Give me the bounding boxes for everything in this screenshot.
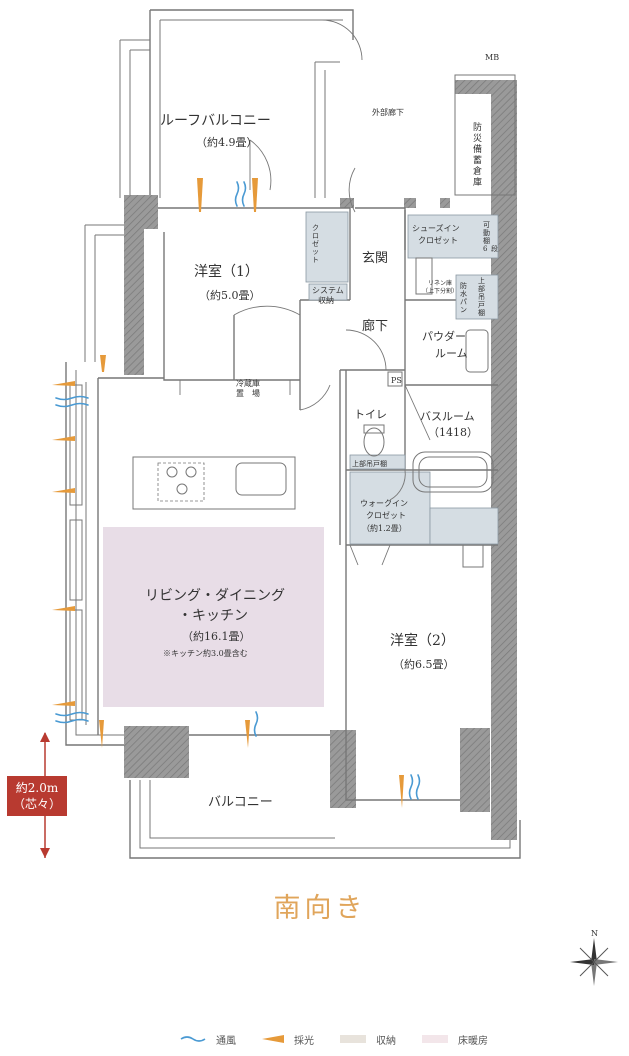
svg-text:ク: ク <box>312 224 319 232</box>
svg-text:備: 備 <box>473 143 482 155</box>
compass-label: N <box>591 929 598 938</box>
room-labels: ルーフバルコニー （約4.9畳） 外部廊下 MB 防 災 備 蓄 倉 庫 ク ロ… <box>145 53 499 810</box>
svg-text:災: 災 <box>473 133 482 144</box>
disaster-storage-label: 防 災 備 蓄 倉 庫 <box>473 121 482 188</box>
bathroom-label-1: バスルーム <box>420 410 475 423</box>
daylight-markers <box>52 178 404 808</box>
dimension-badge: 約2.0m （芯々） <box>7 776 67 816</box>
svg-text:ッ: ッ <box>312 248 319 256</box>
dimension-value: 約2.0m <box>15 781 59 795</box>
floor-heating-area <box>103 527 324 707</box>
storage-swatch <box>340 1035 366 1043</box>
svg-text:ゼ: ゼ <box>312 239 319 248</box>
ldk-size: （約16.1畳） <box>182 629 251 643</box>
svg-text:棚: 棚 <box>478 308 485 317</box>
wic-label-3: （約1.2畳） <box>362 523 407 533</box>
wic-label-2: クロゼット <box>366 510 406 520</box>
svg-text:倉: 倉 <box>473 165 482 177</box>
entrance-label: 玄関 <box>362 251 388 266</box>
svg-text:パ: パ <box>460 298 467 306</box>
svg-text:防: 防 <box>473 121 482 133</box>
fridge-space-label-2: 置 場 <box>236 388 260 398</box>
svg-text:蓄: 蓄 <box>473 154 482 166</box>
legend-daylight: 採光 <box>262 1032 314 1047</box>
hallway-label: 廊下 <box>362 318 388 334</box>
svg-text:防: 防 <box>460 281 467 290</box>
roof-balcony-size: （約4.9畳） <box>196 135 258 149</box>
system-storage-label-1: システム <box>312 286 344 295</box>
roof-balcony-outline <box>119 9 363 198</box>
powder-room-label-1: パウダー <box>422 329 466 343</box>
doors <box>179 139 431 566</box>
svg-text:可: 可 <box>483 221 490 229</box>
linen-label-2: （上下分割） <box>422 287 458 295</box>
storage-areas <box>305 211 499 545</box>
ldk-label-2: ・キッチン <box>178 608 248 624</box>
closet-label: ク ロ ゼ ッ ト <box>312 224 319 264</box>
powder-room-label-2: ルーム <box>435 347 468 360</box>
western-room-1-label: 洋室（1） <box>194 263 259 280</box>
shoes-in-closet-label-1: シューズイン <box>412 223 460 233</box>
legend: 通風 採光 収納 床暖房 <box>180 1028 514 1050</box>
ps-label: PS <box>391 376 402 385</box>
floor-heating-swatch <box>422 1035 448 1043</box>
ldk-label-1: リビング・ダイニング <box>145 588 285 604</box>
svg-text:上: 上 <box>478 276 485 285</box>
svg-text:棚: 棚 <box>483 236 490 245</box>
shoes-in-closet-label-2: クロゼット <box>418 235 458 245</box>
svg-text:戸: 戸 <box>478 301 485 309</box>
toilet-label: トイレ <box>354 408 387 421</box>
western-room-2-size: （約6.5畳） <box>393 657 455 671</box>
svg-text:吊: 吊 <box>478 293 485 301</box>
kitchen-counter <box>132 456 296 510</box>
balcony-label: バルコニー <box>208 795 273 810</box>
ventilation-icon <box>180 1036 206 1042</box>
waterproof-pan-label: 防 水 パ ン <box>460 281 467 314</box>
ldk-note: ※キッチン約3.0畳含む <box>163 648 248 658</box>
dimension-note: （芯々） <box>12 797 61 811</box>
interior-walls <box>97 207 498 801</box>
upper-cabinet-label: 上部吊戸棚 <box>352 459 387 468</box>
legend-ventilation: 通風 <box>180 1032 236 1047</box>
fixtures <box>363 257 494 568</box>
western-room-2-label: 洋室（2） <box>390 632 455 649</box>
walls <box>124 74 517 840</box>
svg-text:庫: 庫 <box>473 176 482 188</box>
compass-icon: N <box>570 929 618 986</box>
svg-text:動: 動 <box>483 228 490 237</box>
daylight-icon <box>262 1035 284 1043</box>
western-room-1-size: （約5.0畳） <box>199 288 261 302</box>
linen-label-1: リネン庫 <box>428 279 452 287</box>
ventilation-markers <box>55 181 421 800</box>
svg-text:ン: ン <box>460 306 467 314</box>
svg-text:水: 水 <box>460 289 467 298</box>
upper-cabinet-vertical-label: 上 部 吊 戸 棚 <box>478 276 485 317</box>
outer-corridor-label: 外部廊下 <box>372 107 404 117</box>
svg-text:部: 部 <box>478 284 485 293</box>
svg-text:ト: ト <box>312 256 319 264</box>
svg-text:段: 段 <box>491 244 498 253</box>
wic-label-1: ウォークイン <box>360 499 408 508</box>
mb-label: MB <box>485 53 499 62</box>
svg-text:6: 6 <box>483 245 488 253</box>
movable-shelf-label: 可 動 棚 6 段 <box>483 221 498 253</box>
system-storage-label-2: 収納 <box>318 295 334 305</box>
bathroom-label-2: （1418） <box>428 426 478 439</box>
orientation-label: 南向き <box>273 893 367 924</box>
svg-text:ロ: ロ <box>312 232 319 240</box>
legend-storage: 収納 <box>340 1032 396 1047</box>
fridge-space-label-1: 冷蔵庫 <box>236 378 260 388</box>
legend-floor-heating: 床暖房 <box>422 1032 488 1047</box>
roof-balcony-label: ルーフバルコニー <box>160 113 271 129</box>
